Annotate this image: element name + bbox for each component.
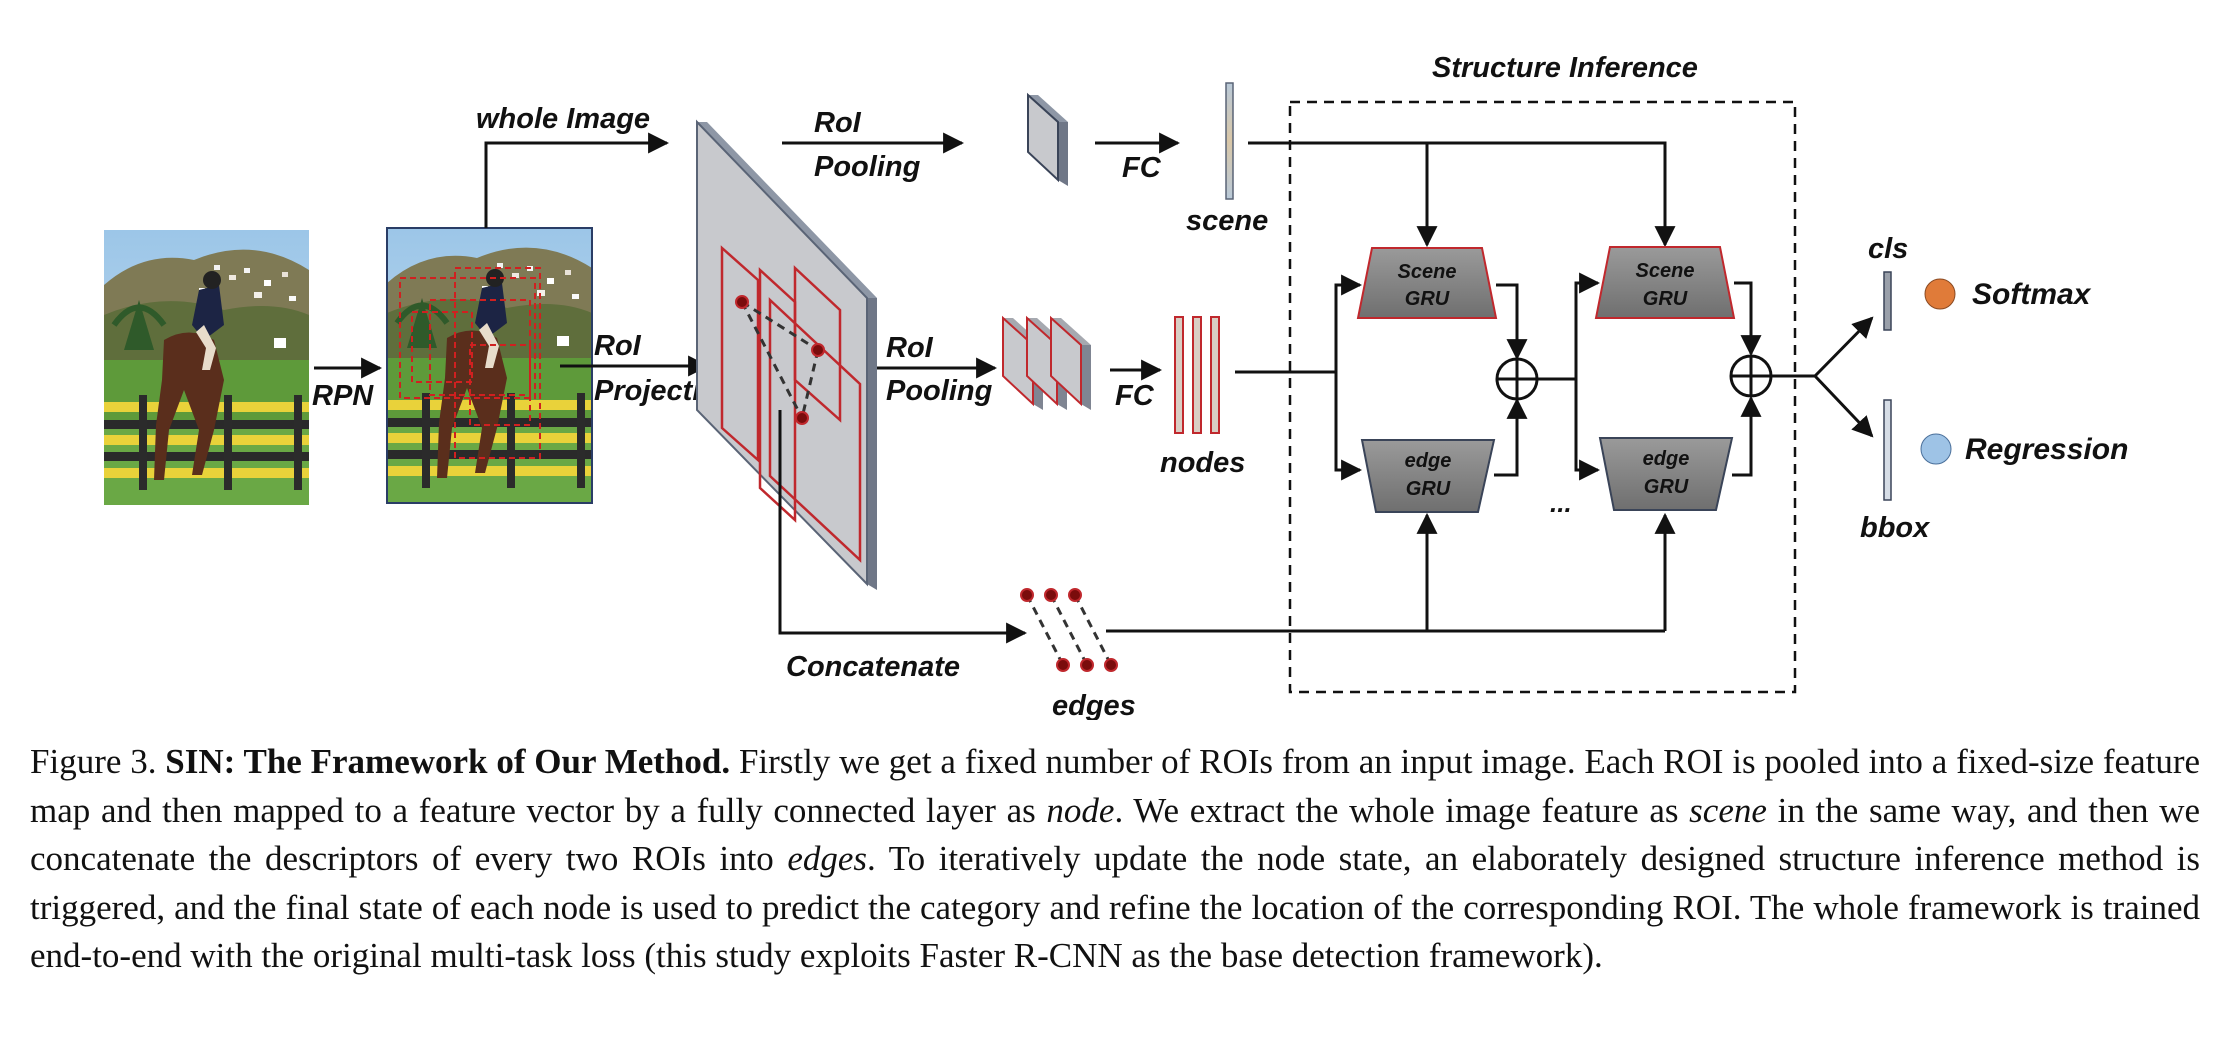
scene-gru-2-line1: Scene [1636, 260, 1695, 282]
cls-vector [1883, 271, 1892, 331]
edge-gru-1-to-sum [1494, 397, 1528, 477]
node-pooled-features [1002, 315, 1091, 410]
edge-gru-2-line2: GRU [1644, 476, 1689, 498]
whole-image-label: whole Image [476, 103, 650, 135]
scene-gru-2-line2: GRU [1643, 288, 1688, 310]
rpn-label: RPN [312, 380, 374, 412]
scene-gru-1-to-sum [1496, 283, 1528, 361]
top-fc-label: FC [1122, 152, 1162, 184]
figure-caption: Figure 3. SIN: The Framework of Our Meth… [30, 738, 2200, 981]
mid-roi-pooling-label-1: RoI [886, 332, 934, 364]
feature-map [696, 119, 877, 590]
softmax-label: Softmax [1972, 278, 2092, 311]
figure-number: Figure 3. [30, 742, 157, 781]
caption-text-3: in the same way, and then we concatenate… [30, 790, 2201, 879]
ellipsis-label: ... [1550, 488, 1572, 518]
node-vectors [1174, 316, 1220, 434]
mid-roi-pooling-label-2: Pooling [886, 375, 993, 407]
sum-1-to-edge-gru-2 [1574, 379, 1601, 481]
scene-gru-2: Scene GRU [1594, 246, 1736, 319]
edge-pairs [1020, 588, 1118, 672]
edge-gru-2-line1: edge [1643, 448, 1690, 470]
sum-1-to-scene-gru-2 [1574, 272, 1601, 379]
scene-gru-1: Scene GRU [1356, 247, 1498, 319]
structure-inference-title: Structure Inference [1432, 52, 1698, 84]
sum-1-circle-plus-icon [1495, 357, 1539, 401]
edges-label: edges [1052, 690, 1136, 720]
edge-gru-1-line2: GRU [1406, 478, 1451, 500]
proposal-image [387, 228, 592, 503]
caption-text-4: . To iteratively update the node state, … [30, 839, 2200, 975]
edge-gru-1-line1: edge [1405, 450, 1452, 472]
caption-em-scene: scene [1689, 790, 1767, 830]
input-image [104, 230, 309, 505]
caption-text-1: Firstly we get a fixed number of ROIs fr… [30, 742, 2201, 830]
regression-dot-icon [1920, 433, 1952, 465]
cls-label: cls [1868, 233, 1908, 265]
caption-text-2: . We extract the whole image feature as [1114, 790, 1690, 830]
nodes-to-edge-gru1 [1334, 372, 1363, 481]
sin-framework-diagram: RPN whole Image RoI Projection RoI Pooli… [0, 52, 2128, 720]
concatenate-label: Concatenate [786, 651, 960, 683]
nodes-label: nodes [1160, 447, 1245, 479]
edge-gru-1: edge GRU [1360, 439, 1496, 513]
mid-fc-label: FC [1115, 380, 1155, 412]
sum-2-circle-plus-icon [1729, 354, 1773, 398]
scene-to-gru2-arrow [1248, 141, 1676, 248]
bbox-vector [1883, 399, 1892, 501]
whole-image-arrow [484, 132, 670, 228]
regression-label: Regression [1965, 433, 2128, 466]
caption-title: SIN: The Framework of Our Method. [165, 742, 731, 781]
scene-gru-1-line2: GRU [1405, 288, 1450, 310]
scene-vector [1225, 82, 1234, 200]
concatenate-arrow [778, 410, 1028, 644]
top-roi-pooling-label-2: Pooling [814, 151, 921, 183]
roi-projection-label-1: RoI [594, 330, 642, 362]
scene-gru-1-line1: Scene [1398, 261, 1457, 283]
scene-gru-2-to-sum [1734, 281, 1762, 357]
bbox-label: bbox [1860, 512, 1931, 544]
scene-pooled-feature [1027, 92, 1068, 186]
to-bbox-arrow [1813, 374, 1874, 438]
softmax-dot-icon [1924, 278, 1956, 310]
structure-inference-box [1288, 100, 1797, 694]
scene-label: scene [1186, 205, 1268, 237]
edge-gru-2: edge GRU [1598, 437, 1734, 511]
nodes-to-scene-gru1 [1334, 274, 1363, 372]
top-roi-pooling-label-1: RoI [814, 107, 862, 139]
edge-gru-2-to-sum [1732, 395, 1762, 477]
caption-em-edges: edges [787, 839, 868, 878]
caption-em-node: node [1046, 790, 1115, 830]
to-cls-arrow [1813, 316, 1874, 378]
